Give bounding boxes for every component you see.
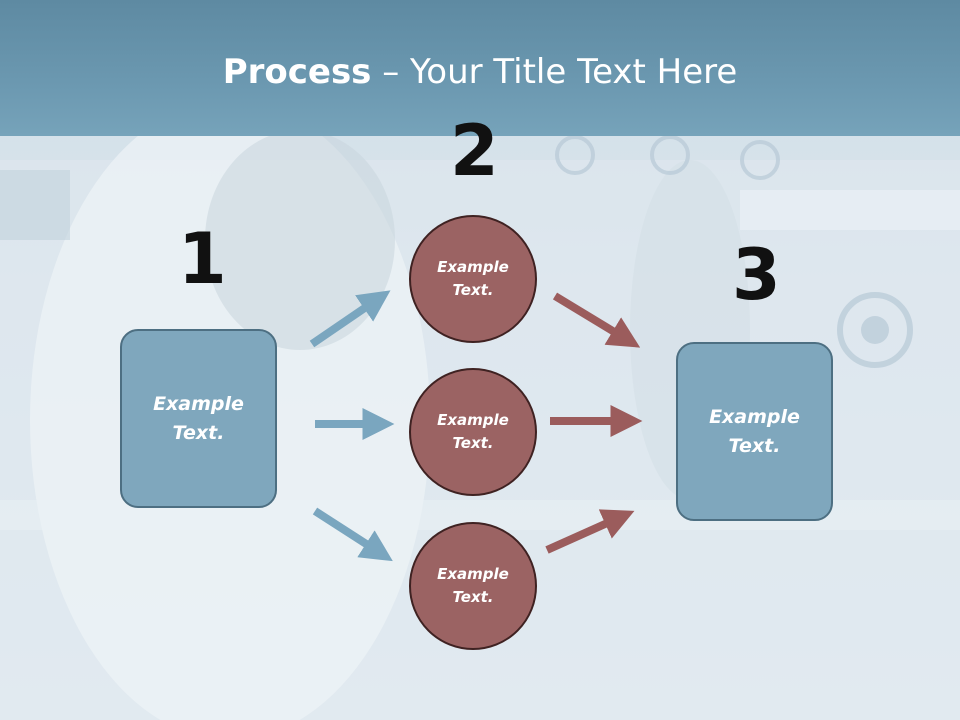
step-number-3: 3 <box>732 234 781 316</box>
slide-title: Process – Your Title Text Here <box>0 52 960 92</box>
step-1-box-text: Example Text. <box>153 392 244 444</box>
step-2-circle-top: Example Text. <box>409 215 537 343</box>
title-bar <box>0 0 960 136</box>
step-2-circle-middle: Example Text. <box>409 368 537 496</box>
title-bold: Process <box>222 52 372 92</box>
circle-middle-text: Example Text. <box>437 411 509 452</box>
step-3-box: Example Text. <box>676 342 833 521</box>
arrow-left-to-bottom <box>312 507 393 562</box>
step-3-box-text: Example Text. <box>709 405 800 457</box>
arrow-top-to-right <box>552 292 641 348</box>
step-number-2: 2 <box>450 110 499 192</box>
step-2-circle-bottom: Example Text. <box>409 522 537 650</box>
circle-bottom-text: Example Text. <box>437 565 509 606</box>
arrow-left-to-top <box>309 290 391 348</box>
step-1-box: Example Text. <box>120 329 277 508</box>
arrow-bottom-to-right <box>545 509 635 554</box>
step-number-1: 1 <box>178 218 227 300</box>
circle-top-text: Example Text. <box>437 258 509 299</box>
title-rest: – Your Title Text Here <box>371 52 738 92</box>
